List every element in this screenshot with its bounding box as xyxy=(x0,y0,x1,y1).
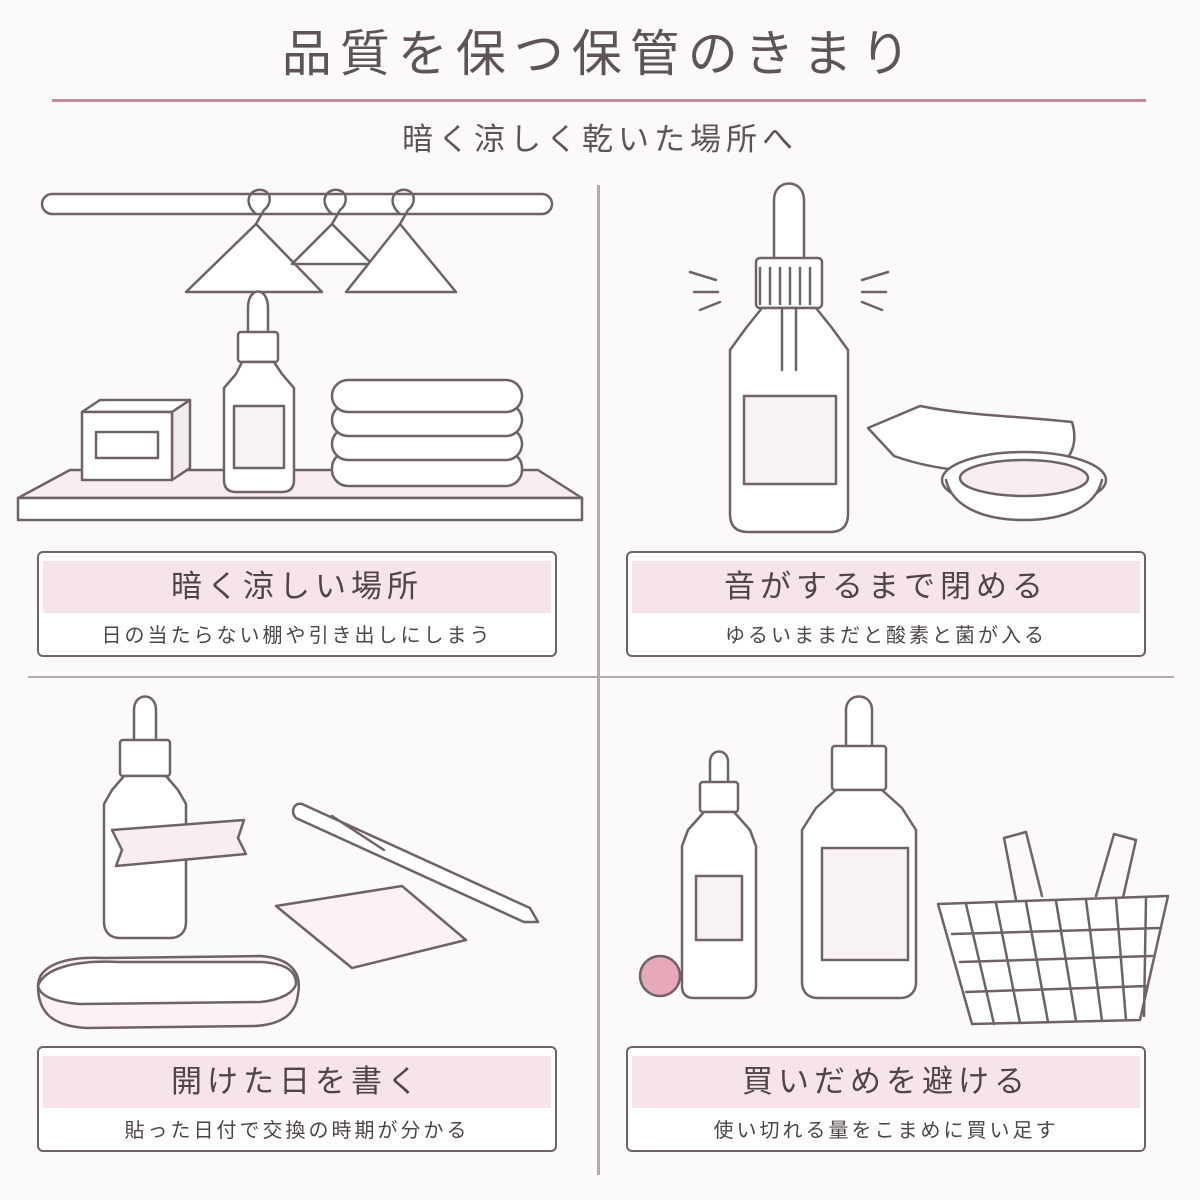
folded-towel-icon xyxy=(330,378,524,488)
label-tape-icon xyxy=(110,818,248,868)
panel-2-heading: 音がするまで閉める xyxy=(632,561,1140,613)
dropper-bottle-icon xyxy=(800,695,918,1000)
page-subtitle: 暗く涼しく乾いた場所へ xyxy=(402,122,798,158)
folded-towel-icon xyxy=(36,954,301,1030)
dropper-bottle-icon xyxy=(102,695,188,940)
click-mark-icon xyxy=(688,270,890,312)
dropper-bottle-icon xyxy=(222,290,296,494)
dropper-bottle-icon xyxy=(728,182,850,534)
panel-1-illustration xyxy=(16,188,584,522)
paper-note-icon xyxy=(274,884,468,970)
title-divider xyxy=(52,99,1146,102)
panel-3-description: 貼った日付で交換の時期が分かる xyxy=(124,1118,470,1142)
clothes-rail-icon xyxy=(40,192,554,216)
panel-4-description: 使い切れる量をこまめに買い足す xyxy=(713,1118,1059,1142)
dish-icon xyxy=(940,450,1108,522)
basket-icon xyxy=(936,830,1170,1026)
pink-dot-icon xyxy=(638,954,682,998)
panel-3-heading: 開けた日を書く xyxy=(43,1056,551,1108)
panel-1-description: 日の当たらない棚や引き出しにしまう xyxy=(101,623,493,647)
panel-2-illustration xyxy=(688,182,1108,534)
panel-4-card: 買いだめを避ける 使い切れる量をこまめに買い足す xyxy=(626,1046,1146,1152)
panel-2-card: 音がするまで閉める ゆるいままだと酸素と菌が入る xyxy=(626,551,1146,657)
panel-3-card: 開けた日を書く 貼った日付で交換の時期が分かる xyxy=(37,1046,557,1152)
panel-4-heading: 買いだめを避ける xyxy=(632,1056,1140,1108)
dropper-bottle-icon xyxy=(680,750,758,1000)
panel-1-heading: 暗く涼しい場所 xyxy=(43,561,551,613)
hanger-icon xyxy=(290,188,374,266)
hanger-icon xyxy=(344,188,458,294)
vertical-divider xyxy=(597,185,600,1175)
page-title: 品質を保つ保管のきまり xyxy=(281,25,919,83)
panel-3-illustration xyxy=(36,695,540,1030)
pen-icon xyxy=(291,802,540,924)
panel-2-description: ゆるいままだと酸素と菌が入る xyxy=(725,623,1047,647)
panel-4-illustration xyxy=(638,695,1170,1026)
panel-1-card: 暗く涼しい場所 日の当たらない棚や引き出しにしまう xyxy=(37,551,557,657)
box-icon xyxy=(80,398,192,482)
horizontal-divider xyxy=(28,676,1174,678)
